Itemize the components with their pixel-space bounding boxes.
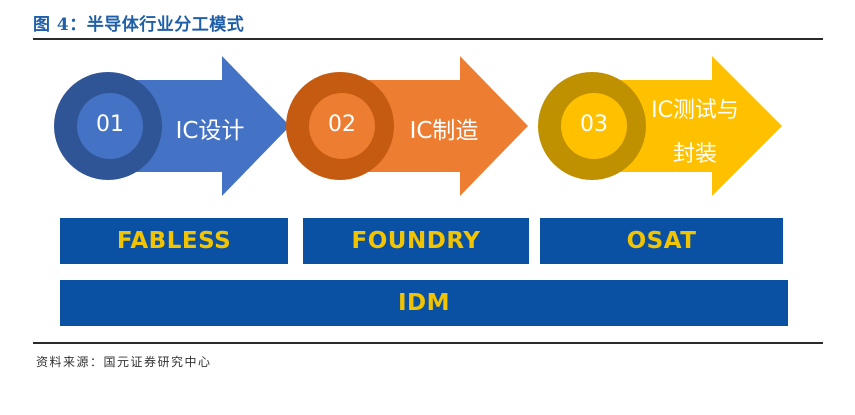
step-number-1: 01 xyxy=(96,112,124,137)
circle-inner-3 xyxy=(561,93,627,159)
figure-title: 图 4：半导体行业分工模式 xyxy=(33,15,245,35)
step-number-3: 03 xyxy=(580,112,608,137)
step-label-3-line1: IC测试与 xyxy=(651,98,739,123)
bar-idm: IDM xyxy=(60,280,788,326)
step-label-1: IC设计 xyxy=(175,118,245,144)
step-label-3-line2: 封装 xyxy=(672,142,717,167)
arrow-ic-design xyxy=(54,56,290,196)
source-note: 资料来源：国元证券研究中心 xyxy=(36,355,212,369)
circle-inner-1 xyxy=(77,93,143,159)
arrow-ic-test-packaging xyxy=(538,56,782,196)
bottom-rule xyxy=(33,342,823,344)
bar-fabless: FABLESS xyxy=(60,218,288,264)
arrow-ic-manufacturing xyxy=(286,56,528,196)
bar-foundry: FOUNDRY xyxy=(303,218,529,264)
step-number-2: 02 xyxy=(328,112,356,137)
bar-osat: OSAT xyxy=(540,218,783,264)
top-rule xyxy=(33,38,823,40)
circle-inner-2 xyxy=(309,93,375,159)
step-label-2: IC制造 xyxy=(409,118,479,144)
